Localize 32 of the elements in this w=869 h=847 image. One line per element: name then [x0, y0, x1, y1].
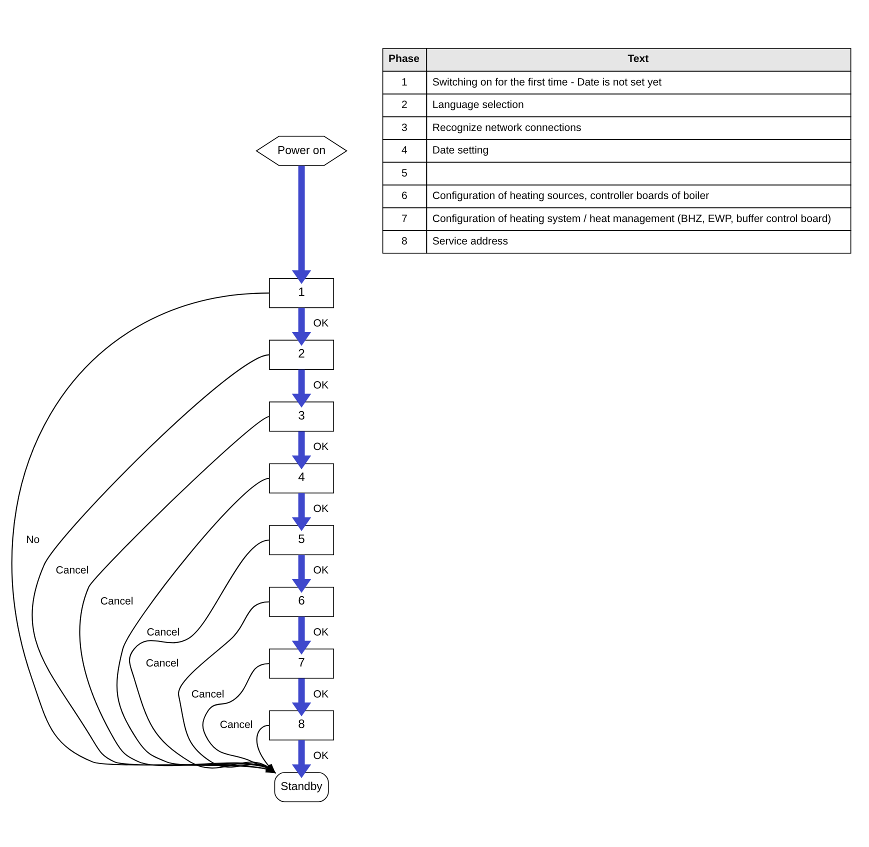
label: Configuration of heating sources, controller boards of boiler — [432, 190, 710, 202]
edge-label: OK — [313, 626, 329, 638]
label: Configuration of heating system / heat management (BHZ, EWP, buffer control board) — [432, 212, 832, 225]
edge-label: Cancel — [191, 688, 224, 700]
label: 4 — [401, 144, 408, 157]
edge-label: Cancel — [100, 596, 134, 608]
label: 5 — [401, 167, 408, 180]
label: 1 — [401, 76, 408, 88]
label: Phase — [388, 52, 420, 65]
edge-label: OK — [313, 441, 329, 454]
edge-label: Cancel — [56, 564, 89, 577]
label: Language selection — [432, 99, 524, 112]
label: 8 — [401, 236, 408, 248]
label: 6 — [401, 190, 408, 202]
edge-label: OK — [313, 379, 329, 392]
label: Switching on for the first time - Date is not set yet — [432, 76, 662, 88]
edge-label: OK — [313, 564, 329, 577]
edge-label: No — [26, 534, 40, 546]
label: 2 — [401, 99, 408, 112]
label: Recognize network connections — [432, 122, 582, 134]
edge-label: OK — [313, 688, 329, 700]
edge-label: OK — [313, 750, 329, 762]
edge-label: Cancel — [220, 719, 253, 732]
edge-label: OK — [313, 502, 329, 515]
label: Service address — [432, 236, 508, 248]
edge-label: Cancel — [146, 657, 179, 670]
label: 3 — [401, 122, 408, 134]
label: 7 — [401, 212, 408, 225]
edge-label: OK — [313, 318, 329, 330]
label: Text — [628, 52, 649, 65]
label: Date setting — [432, 144, 489, 157]
edge-label: Cancel — [146, 626, 180, 638]
